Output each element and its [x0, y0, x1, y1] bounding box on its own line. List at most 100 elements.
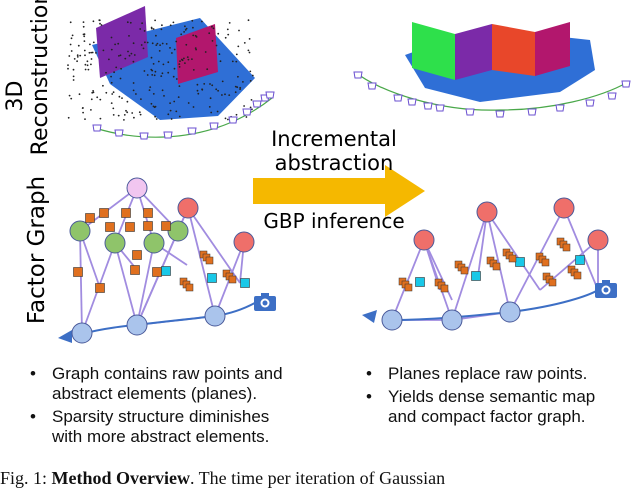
raw-point [159, 44, 162, 46]
raw-point [218, 53, 221, 55]
camera-lens-inner-icon [262, 300, 268, 306]
plane-factor-cube [404, 283, 413, 292]
raw-point [133, 116, 135, 119]
camera-pose-icon [265, 91, 275, 99]
raw-point [163, 95, 165, 97]
factor-square [161, 221, 171, 231]
factor-graph-abstract [362, 197, 617, 331]
plane-factor-cube [548, 278, 557, 287]
camera-pose-icon [423, 102, 433, 110]
raw-point [211, 25, 213, 28]
raw-point [173, 67, 176, 70]
raw-point [178, 115, 181, 118]
raw-point [102, 84, 104, 87]
raw-point [224, 36, 227, 39]
raw-point [117, 114, 120, 117]
raw-point [248, 38, 251, 40]
raw-point [123, 114, 126, 116]
plane-factor-cube [460, 266, 469, 275]
raw-point [154, 115, 157, 118]
raw-point [90, 98, 93, 101]
raw-point [172, 75, 175, 78]
raw-point [224, 117, 227, 120]
raw-point [92, 41, 95, 44]
raw-point [219, 60, 222, 63]
raw-point [132, 60, 135, 63]
raw-point [90, 63, 92, 66]
bullet-left-1: Graph contains raw points and abstract e… [26, 364, 336, 404]
raw-point [82, 111, 84, 114]
node-landmark [413, 229, 435, 251]
camera-pose-icon [527, 108, 537, 116]
raw-point [115, 66, 118, 69]
raw-point [144, 41, 146, 44]
raw-point [209, 97, 212, 100]
raw-point [186, 56, 189, 58]
raw-point [146, 74, 149, 76]
raw-point [92, 20, 95, 23]
camera-pose-icon [139, 132, 149, 140]
bullet-left-2-line2: with more abstract elements. [52, 427, 270, 446]
factor-square [121, 208, 131, 218]
raw-point [110, 81, 113, 84]
raw-point [92, 90, 94, 92]
raw-point [245, 116, 248, 118]
raw-point [69, 21, 72, 24]
raw-point [161, 24, 163, 27]
camera-pose-icon [607, 92, 617, 100]
graph-edge [136, 242, 155, 326]
raw-point [235, 60, 238, 63]
label-abstraction: abstraction [275, 151, 394, 175]
raw-point [99, 22, 101, 25]
factor-square [105, 222, 115, 232]
raw-point [126, 21, 129, 24]
camera-pose-icon [209, 122, 219, 130]
camera-pose-icon [92, 124, 102, 132]
camera-pose-icon [228, 116, 238, 124]
node-pose [71, 322, 93, 344]
graph-edge [563, 207, 599, 291]
factor-square [471, 271, 481, 281]
factor-square [143, 221, 153, 231]
raw-point [169, 47, 171, 49]
raw-point [89, 43, 91, 46]
raw-point [179, 60, 181, 62]
raw-point [171, 52, 173, 54]
plane-factor-cube [508, 254, 517, 263]
raw-point [143, 30, 146, 32]
row-label-3d: 3D [3, 81, 28, 112]
raw-point [227, 33, 230, 36]
raw-point [201, 88, 204, 91]
graph-edge [187, 207, 216, 317]
raw-point [139, 28, 142, 30]
plane-green [412, 22, 455, 80]
factor-square [125, 222, 135, 232]
raw-point [70, 50, 73, 52]
graph-edge [187, 207, 241, 284]
raw-point [192, 26, 194, 29]
raw-point [237, 75, 239, 78]
raw-point [133, 54, 136, 56]
raw-point [120, 67, 122, 70]
camera-pose-icon [163, 131, 173, 139]
raw-point [217, 32, 220, 35]
factor-square [575, 255, 585, 265]
graph-edge [486, 211, 511, 313]
raw-point [73, 58, 76, 60]
raw-point [132, 42, 135, 45]
raw-point [211, 84, 214, 87]
raw-point [191, 58, 193, 60]
raw-point [110, 102, 113, 104]
trajectory-line-right [354, 71, 629, 111]
raw-point [142, 47, 145, 50]
plane-factor-cube [573, 271, 582, 280]
raw-point [138, 111, 141, 114]
plane-orange [492, 24, 535, 76]
factor-square [99, 208, 109, 218]
raw-point [194, 47, 197, 49]
row-label-factor-graph: Factor Graph [24, 176, 50, 324]
raw-point [234, 85, 237, 88]
node-root [126, 177, 148, 199]
raw-point [203, 83, 206, 85]
trajectory-edge [391, 289, 599, 321]
